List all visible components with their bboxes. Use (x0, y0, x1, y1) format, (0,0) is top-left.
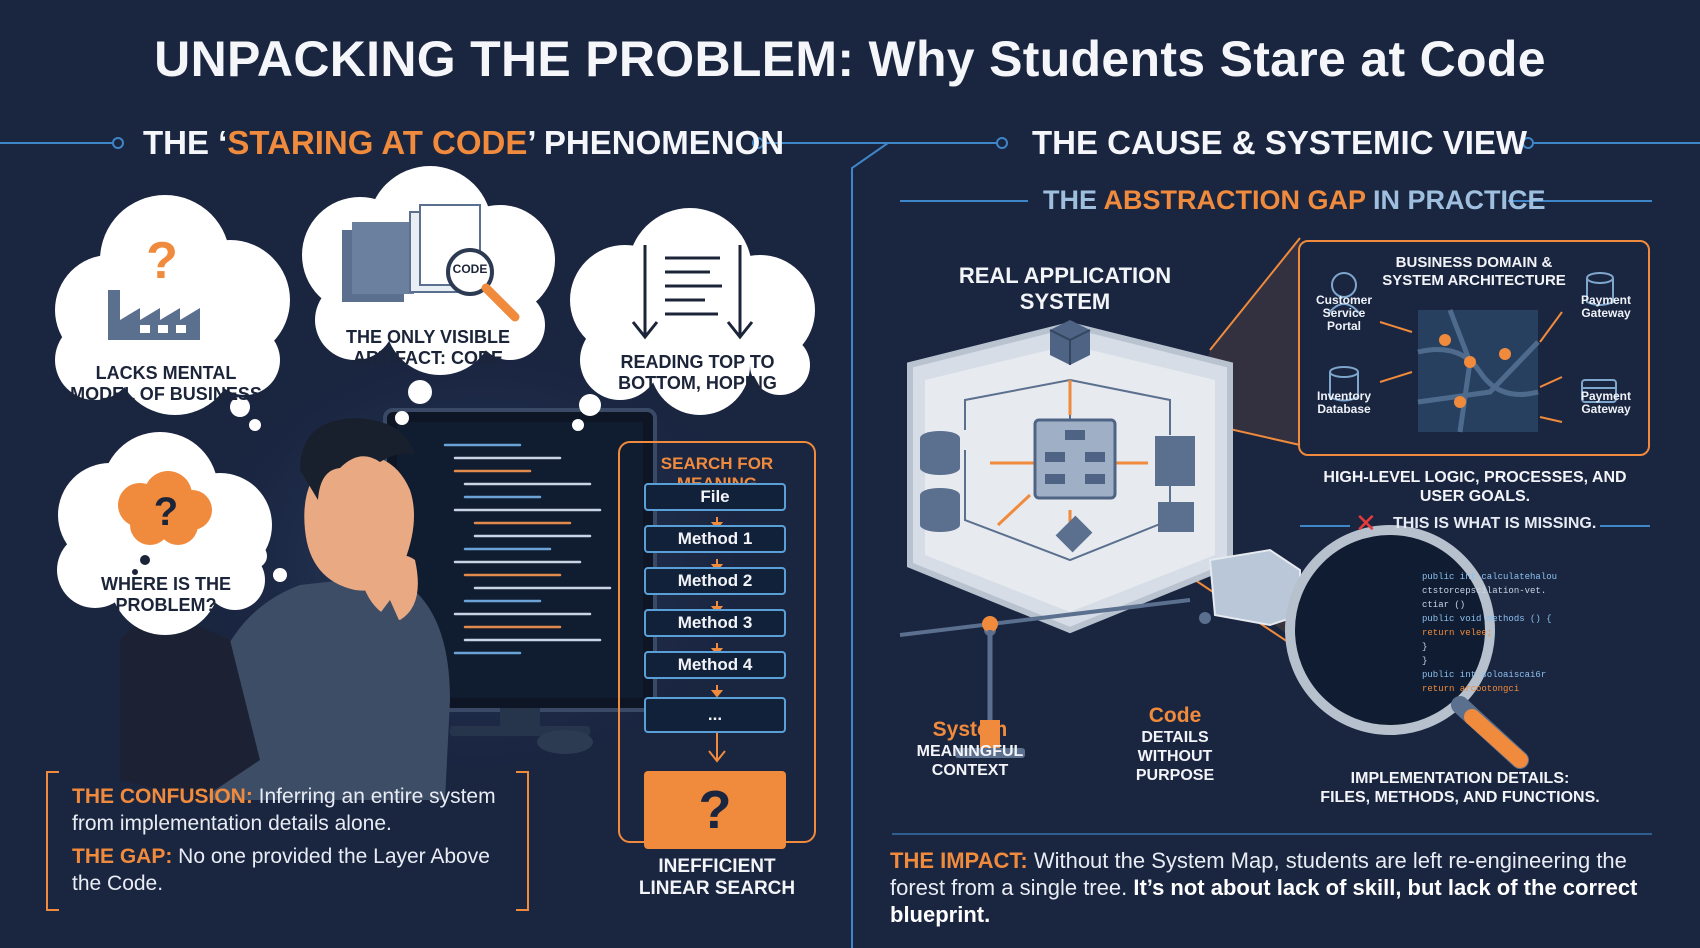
label-line: SYSTEM (1019, 289, 1111, 314)
subheading-text: THE (1043, 185, 1104, 215)
scale-left-line: MEANINGFUL (916, 743, 1024, 760)
domain-title: BUSINESS DOMAIN & SYSTEM ARCHITECTURE (1300, 254, 1648, 290)
domain-title-line: BUSINESS DOMAIN & (1395, 254, 1553, 271)
high-level-caption: HIGH-LEVEL LOGIC, PROCESSES, AND USER GO… (1300, 468, 1650, 506)
domain-title-line: SYSTEM ARCHITECTURE (1382, 272, 1566, 289)
code-weight-label: Code DETAILS WITHOUT PURPOSE (1115, 704, 1235, 785)
code-files-icon (342, 204, 520, 322)
gap-label: THE GAP: (72, 845, 173, 868)
code-line: ctiar () (1422, 600, 1466, 610)
heading-accent: STARING AT CODE (227, 124, 528, 161)
red-x-icon: ✕ (1355, 508, 1377, 538)
left-section-heading: THE ‘STARING AT CODE’ PHENOMENON (143, 124, 784, 162)
confusion-label: THE CONFUSION: (72, 785, 253, 808)
impact-label: THE IMPACT: (890, 848, 1028, 873)
confusion-text: Inferring an entire system from implemen… (72, 785, 496, 835)
bubble-line: MODEL OF BUSINESS (70, 384, 262, 404)
question-cloud-icon: ? (118, 471, 212, 575)
top-to-bottom-icon (631, 245, 754, 340)
svg-text:?: ? (154, 490, 178, 534)
scale-right-line: WITHOUT (1137, 748, 1213, 765)
scale-left-title: System (932, 718, 1008, 741)
code-line: } (1422, 642, 1428, 652)
scale-right-line: DETAILS (1141, 729, 1209, 746)
node-customer-service-portal: Customer Service Portal (1315, 293, 1372, 333)
bubble-where-problem: WHERE IS THE PROBLEM? (80, 574, 252, 616)
question-box: ? (644, 771, 786, 849)
code-line: public void methods () { (1422, 614, 1552, 624)
page-title: UNPACKING THE PROBLEM: Why Students Star… (154, 31, 1546, 87)
abstraction-gap-heading: THE ABSTRACTION GAP IN PRACTICE (1043, 185, 1546, 216)
svg-text:?: ? (146, 232, 178, 290)
system-diagram (899, 237, 1529, 769)
code-line: return arcootongci (1422, 684, 1520, 694)
search-item-ellipsis: ... (644, 697, 786, 733)
gap-statement: THE GAP: No one provided the Layer Above… (72, 843, 512, 897)
search-item-method-2: Method 2 (644, 567, 786, 595)
node-inventory-database: Inventory Database (1316, 389, 1371, 416)
implementation-caption: IMPLEMENTATION DETAILS: FILES, METHODS, … (1290, 769, 1630, 807)
bubble-line: PROBLEM? (115, 595, 217, 615)
code-line: public int calculatehalou (1422, 572, 1558, 582)
search-item-file: File (644, 483, 786, 511)
bubble-line: LACKS MENTAL (95, 363, 237, 383)
domain-map (1327, 272, 1617, 433)
scale-left-line: CONTEXT (931, 762, 1009, 779)
balance-scale (899, 598, 1211, 758)
subheading-text-end: IN PRACTICE (1365, 185, 1546, 215)
missing-row: ✕ THIS IS WHAT IS MISSING. (1300, 508, 1650, 538)
code-line: return velee; (1422, 628, 1493, 638)
scale-right-title: Code (1148, 704, 1202, 727)
label-line: REAL APPLICATION (958, 263, 1172, 288)
magnifier-code: public int calculatehalou ctstorcepscila… (1422, 570, 1582, 696)
search-for-meaning-panel: SEARCH FOR MEANING File Method 1 Method … (618, 441, 816, 849)
gap-text: No one provided the Layer Above the Code… (72, 845, 490, 895)
bubble-line: WHERE IS THE (100, 574, 231, 594)
missing-text: THIS IS WHAT IS MISSING. (1393, 515, 1597, 532)
caption-line: INEFFICIENT (658, 856, 776, 877)
code-badge: CODE (452, 262, 488, 276)
heading-text: THE ‘ (143, 124, 228, 161)
impact-bold: It’s not about lack of skill, but lack o… (890, 875, 1638, 927)
bubble-line: BOTTOM, HOPING (618, 373, 777, 393)
impact-statement: THE IMPACT: Without the System Map, stud… (890, 847, 1660, 928)
student-illustration: ? ? (55, 166, 815, 800)
subheading-accent: ABSTRACTION GAP (1103, 185, 1366, 215)
bubble-visible-artifact: THE ONLY VISIBLE ARTIFACT: CODE (335, 327, 521, 369)
heading-text-end: ’ PHENOMENON (527, 124, 785, 161)
confusion-brackets (46, 771, 529, 911)
code-line: public int soloaiscai6r (1422, 670, 1547, 680)
caption-line: HIGH-LEVEL LOGIC, PROCESSES, AND (1323, 469, 1627, 486)
business-domain-panel: BUSINESS DOMAIN & SYSTEM ARCHITECTURE (1298, 240, 1650, 456)
bubble-business-model: LACKS MENTAL MODEL OF BUSINESS (68, 363, 264, 405)
node-payment-gateway-bottom: Payment Gateway (1580, 389, 1632, 416)
scale-right-line: PURPOSE (1135, 767, 1215, 784)
search-item-method-3: Method 3 (644, 609, 786, 637)
search-item-method-1: Method 1 (644, 525, 786, 553)
search-item-method-4: Method 4 (644, 651, 786, 679)
caption-line: USER GOALS. (1419, 488, 1531, 505)
system-weight-label: System MEANINGFUL CONTEXT (905, 718, 1035, 780)
missing-rule (1300, 525, 1650, 527)
bubble-line: ARTIFACT: CODE (353, 348, 503, 368)
bubble-line: READING TOP TO (620, 352, 775, 372)
student-figure (120, 418, 450, 800)
code-line: } (1422, 656, 1428, 666)
right-section-heading: THE CAUSE & SYSTEMIC VIEW (1032, 124, 1528, 161)
real-application-label: REAL APPLICATION SYSTEM (945, 263, 1185, 315)
caption-line: FILES, METHODS, AND FUNCTIONS. (1320, 789, 1600, 806)
confusion-panel: THE CONFUSION: Inferring an entire syste… (72, 783, 512, 897)
caption-line: LINEAR SEARCH (638, 878, 796, 899)
confusion-statement: THE CONFUSION: Inferring an entire syste… (72, 783, 512, 837)
caption-line: IMPLEMENTATION DETAILS: (1350, 770, 1570, 787)
bubble-line: THE ONLY VISIBLE (345, 327, 511, 347)
magnifier-icon (1208, 525, 1529, 769)
impact-text: Without the System Map, students are lef… (890, 848, 1627, 900)
linear-search-caption: INEFFICIENT LINEAR SEARCH (618, 856, 816, 900)
node-payment-gateway-top: Payment Gateway (1580, 293, 1632, 320)
factory-question-icon: ? (108, 232, 200, 340)
code-line: ctstorcepscilation-vet. (1422, 586, 1547, 596)
bubble-top-to-bottom: READING TOP TO BOTTOM, HOPING (605, 352, 790, 394)
